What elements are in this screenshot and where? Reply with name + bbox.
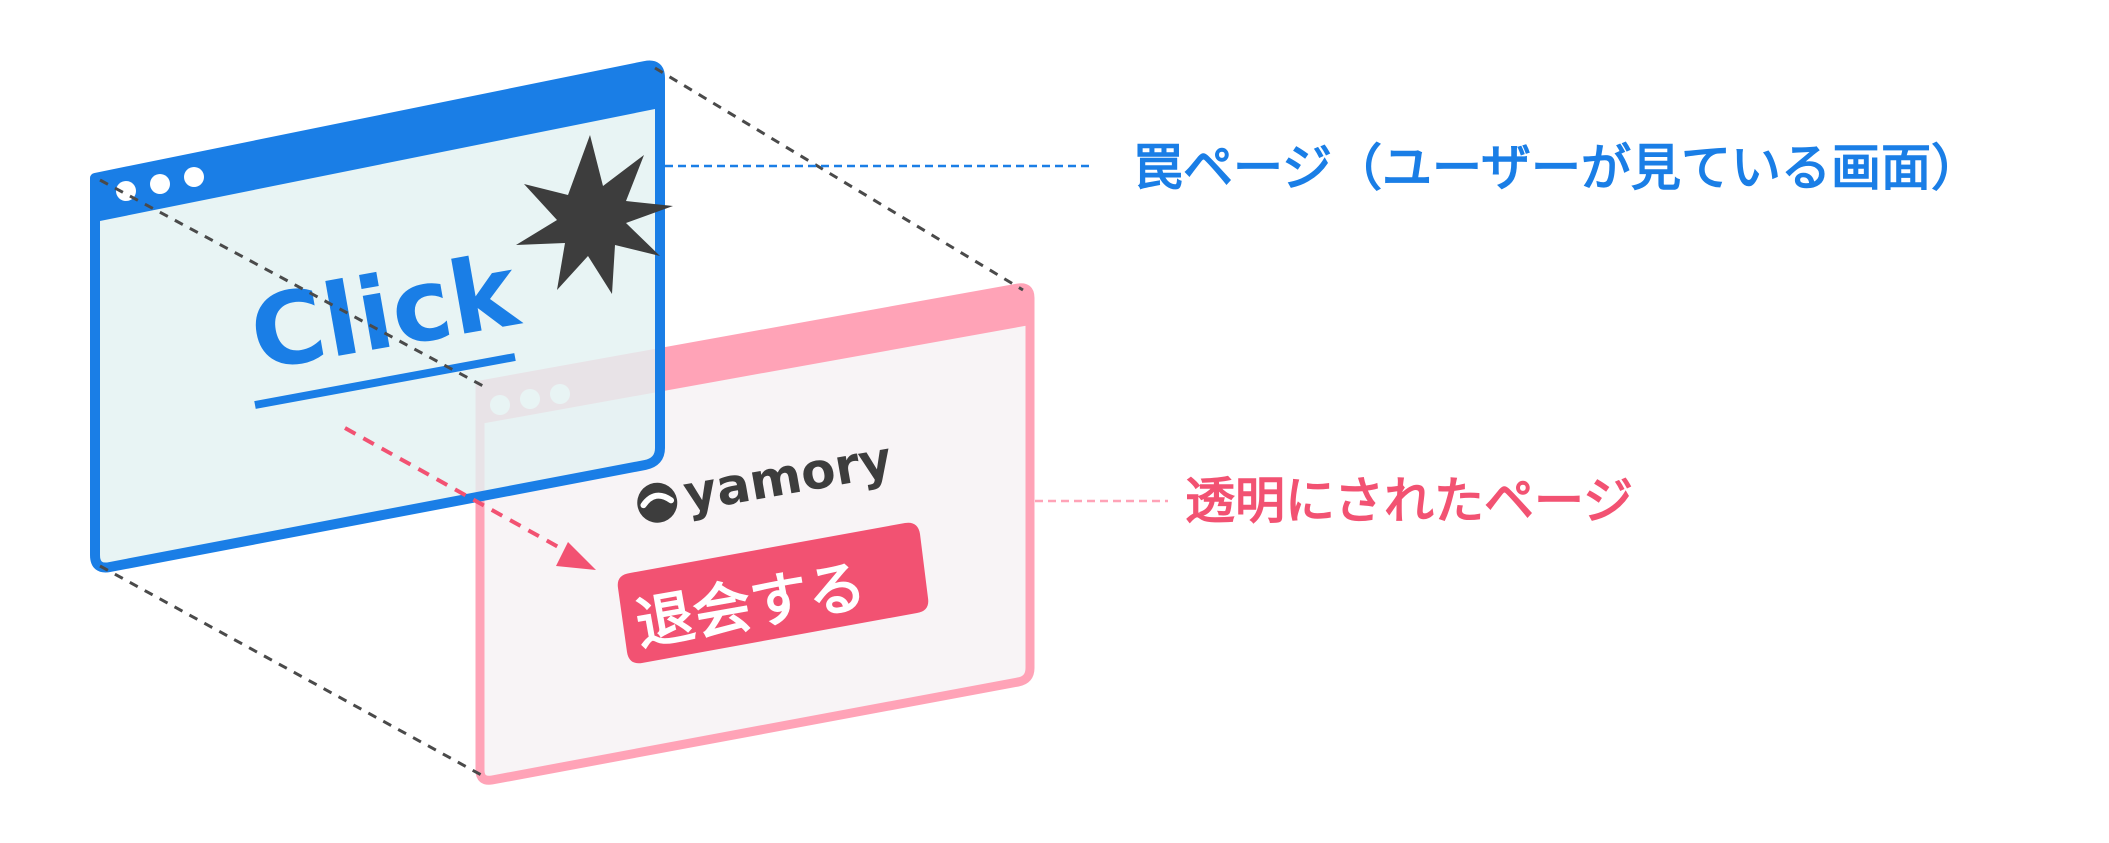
perspective-line [99,178,486,389]
window-dot-icon [150,174,170,194]
perspective-lines [99,66,1024,779]
trap-page-titlebar [95,65,660,222]
perspective-line [99,564,486,779]
withdraw-button-bg[interactable] [617,522,929,664]
arrow-head-icon [556,542,596,570]
trap-page-label: 罠ページ（ユーザーが見ている画面） [1133,139,1981,197]
click-arrow-line [344,426,579,560]
transparent-page-label: 透明にされたページ [1185,472,1633,530]
click-arrow [344,426,596,570]
window-dot-icon [184,167,204,187]
trap-page-window: Click [90,60,673,573]
yamory-logo-icon [637,482,678,523]
burst-star-icon [516,135,673,294]
click-link-underline [254,353,516,409]
perspective-line [654,66,1024,292]
